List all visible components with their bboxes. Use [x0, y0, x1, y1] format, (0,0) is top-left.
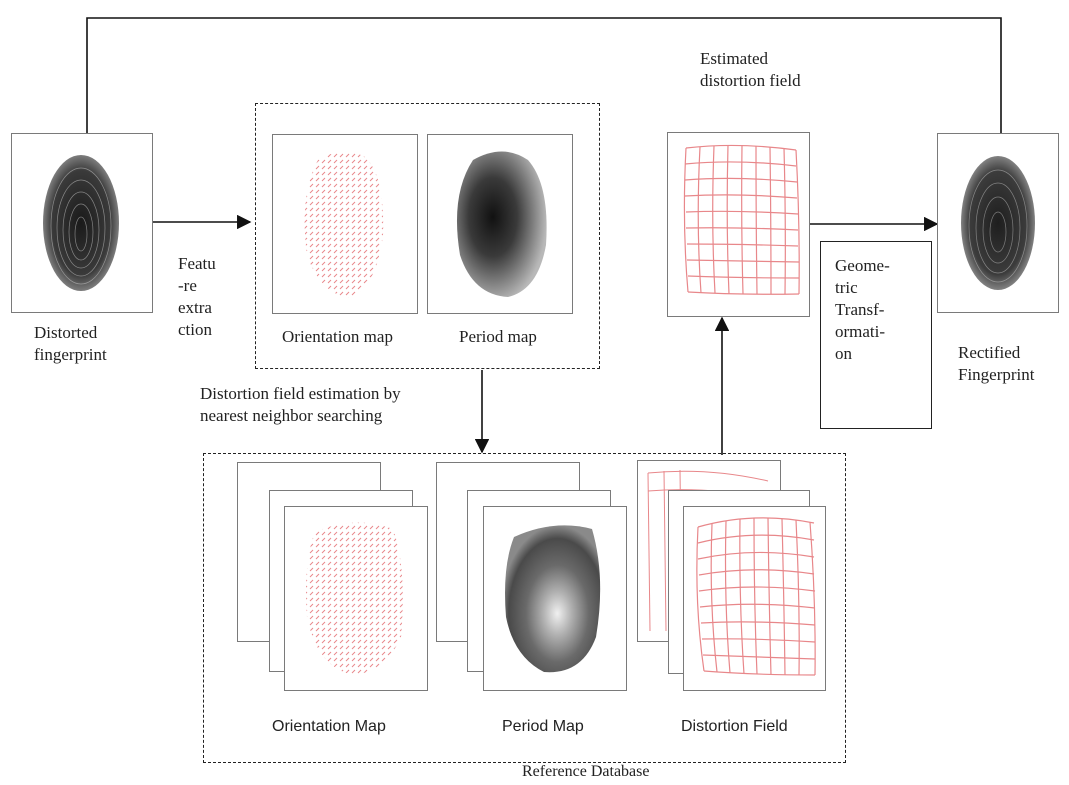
- estimated-distortion-field-label: Estimated distortion field: [700, 49, 801, 90]
- db-distortion-field-card-1: [683, 506, 826, 691]
- fingerprint-image: [43, 155, 119, 291]
- orientation-map-panel: [272, 134, 418, 314]
- rectified-fingerprint-panel: [937, 133, 1059, 313]
- reference-database-box: [203, 453, 846, 763]
- estimated-distortion-field-panel: [667, 132, 810, 317]
- period-map-panel: [427, 134, 573, 314]
- period-map-image: [456, 151, 547, 297]
- db-distortion-grid-image: [696, 517, 816, 676]
- db-period-map-card-1: [483, 506, 627, 691]
- orientation-map-label: Orientation map: [282, 327, 393, 346]
- orientation-map-image: [304, 151, 384, 298]
- db-orientation-map-image: [306, 522, 403, 675]
- distorted-fingerprint-label: Distorted fingerprint: [34, 323, 107, 364]
- db-distortion-field-label: Distortion Field: [681, 718, 788, 735]
- feature-extraction-label: Featu -re extra ction: [178, 254, 216, 339]
- top-bypass-arrow: [86, 17, 1009, 154]
- db-period-map-label: Period Map: [502, 718, 584, 735]
- rectified-fingerprint-label: Rectified Fingerprint: [958, 343, 1035, 384]
- reference-database-label: Reference Database: [522, 763, 650, 780]
- db-orientation-map-card-1: [284, 506, 428, 691]
- period-map-label: Period map: [459, 327, 537, 346]
- db-period-map-image: [505, 525, 601, 673]
- distorted-fingerprint-panel: [11, 133, 153, 313]
- distortion-estimation-label: Distortion field estimation by nearest n…: [200, 384, 401, 425]
- distortion-grid-image: [683, 144, 800, 295]
- extracted-features-box: [255, 103, 600, 369]
- geometric-transformation-label: Geome- tric Transf- ormati- on: [835, 256, 890, 363]
- geometric-transformation-box: [820, 241, 932, 429]
- db-orientation-map-label: Orientation Map: [272, 718, 386, 735]
- rectified-fingerprint-image: [961, 156, 1035, 290]
